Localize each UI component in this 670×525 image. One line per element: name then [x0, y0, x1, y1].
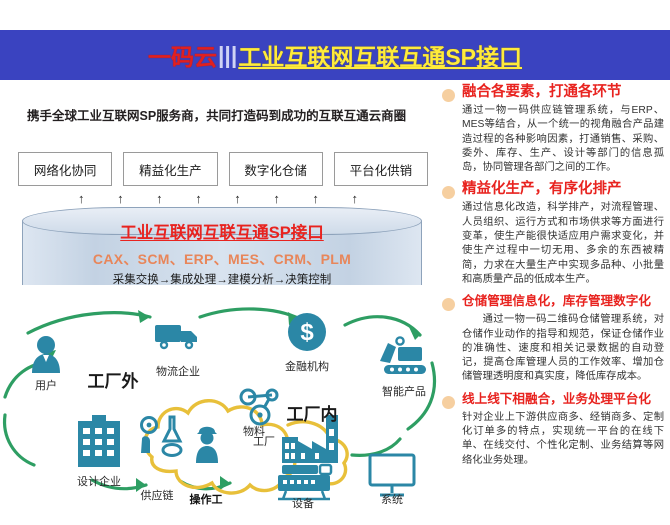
eco-label-user: 用户: [35, 380, 57, 392]
eco-label-equipment: 设备: [292, 498, 314, 510]
eco-label-design: 设计企业: [77, 476, 121, 488]
factory-icon: [282, 415, 338, 463]
up-arrow-icon: ↑: [117, 191, 124, 206]
eco-label-operator: 操作工: [189, 494, 223, 506]
excavator-icon: [380, 336, 426, 374]
ecosystem-icons: $: [32, 313, 426, 501]
up-arrow-icon: ↑: [156, 191, 163, 206]
subtitle: 携手全球工业互联网SP服务商，共同打造码到成功的互联互通云商圈: [27, 109, 407, 123]
bullet-dot-icon: [442, 298, 455, 312]
capability-box-row: 网络化协同 精益化生产 数字化仓储 平台化供销: [18, 152, 428, 186]
header-title-group: 一码云 ||| 工业互联网互联互通SP接口: [148, 38, 522, 72]
brand-name: 一码云: [148, 44, 217, 70]
capability-box-warehouse: 数字化仓储: [228, 152, 323, 186]
feature-body-1: 通过一物一码供应链管理系统，与ERP、MES等结合，从一个统一的视角融合产品建造…: [462, 105, 664, 174]
eco-factory-label: 工厂: [253, 436, 275, 448]
feature-section-4: 线上线下相融合，业务处理平台化 针对企业上下游供应商多、经销商多、定制化订单多的…: [440, 389, 670, 468]
upward-arrow-row: ↑ ↑ ↑ ↑ ↑ ↑ ↑ ↑: [78, 192, 358, 208]
up-arrow-icon: ↑: [78, 191, 85, 206]
header-separator: |||: [218, 41, 238, 68]
up-arrow-icon: ↑: [312, 191, 319, 206]
header-bar: 一码云 ||| 工业互联网互联互通SP接口: [0, 30, 670, 80]
svg-text:$: $: [300, 319, 314, 346]
right-column: 融合各要素，打通各环节 通过一物一码供应链管理系统，与ERP、MES等结合，从一…: [440, 82, 670, 525]
feature-title-3: 仓储管理信息化，库存管理数字化: [462, 294, 651, 309]
eco-zone-inside: 工厂内: [286, 405, 338, 424]
feature-title-1: 融合各要素，打通各环节: [462, 84, 622, 100]
up-arrow-icon: ↑: [273, 191, 280, 206]
office-building-icon: [78, 415, 120, 467]
cylinder-flow: 采集交换→集成处理→建模分析→决策控制: [112, 274, 332, 286]
cylinder-title: 工业互联网互联互通SP接口: [120, 224, 324, 242]
user-icon: [32, 336, 60, 373]
eco-zone-outside: 工厂外: [87, 372, 139, 391]
eco-label-finance: 金融机构: [285, 361, 329, 373]
left-column: 携手全球工业互联网SP服务商，共同打造码到成功的互联互通云商圈 网络化协同 精益…: [0, 80, 440, 525]
feature-title-2: 精益化生产，有序化排产: [462, 181, 622, 198]
truck-icon: [155, 325, 197, 350]
ecosystem-diagram: $: [0, 305, 440, 525]
system-monitor-icon: [368, 453, 416, 497]
feature-section-1: 融合各要素，打通各环节 通过一物一码供应链管理系统，与ERP、MES等结合，从一…: [440, 82, 670, 175]
cylinder-top: [22, 207, 422, 235]
money-icon: $: [288, 313, 326, 351]
platform-cylinder: 工业互联网互联互通SP接口 CAX、SCM、ERP、MES、CRM、PLM 采集…: [22, 207, 422, 299]
eco-label-logistics: 物流企业: [156, 366, 200, 378]
supply-chain-icon: [140, 415, 183, 457]
feature-section-3: 仓储管理信息化，库存管理数字化 通过一物一码二维码仓储管理系统，对仓储作业动作的…: [440, 291, 670, 384]
feature-body-3: 通过一物一码二维码仓储管理系统，对仓储作业动作的指导和规范，保证仓储作业的准确性…: [462, 314, 664, 383]
capability-box-network: 网络化协同: [18, 152, 113, 186]
capability-box-lean: 精益化生产: [123, 152, 218, 186]
equipment-icon: [278, 463, 333, 501]
up-arrow-icon: ↑: [195, 191, 202, 206]
feature-title-4: 线上线下相融合，业务处理平台化: [462, 391, 651, 406]
worker-icon: [196, 426, 218, 463]
eco-label-supply-chain: 供应链: [140, 490, 174, 502]
bullet-dot-icon: [442, 89, 455, 102]
up-arrow-icon: ↑: [351, 191, 358, 206]
capability-box-platform: 平台化供销: [333, 152, 428, 186]
material-gears-icon: [239, 388, 279, 426]
eco-label-material: 物料: [243, 426, 265, 438]
eco-label-smart-product: 智能产品: [382, 386, 426, 398]
cylinder-systems: CAX、SCM、ERP、MES、CRM、PLM: [92, 251, 352, 267]
feature-body-2: 通过信息化改造，科学排产，对流程管理、人员组织、运行方式和市场供求等方面进行变革…: [462, 202, 664, 285]
feature-section-2: 精益化生产，有序化排产 通过信息化改造，科学排产，对流程管理、人员组织、运行方式…: [440, 179, 670, 287]
bullet-dot-icon: [442, 186, 455, 200]
page-title: 工业互联网互联互通SP接口: [238, 44, 522, 70]
up-arrow-icon: ↑: [234, 191, 241, 206]
eco-label-system: 系统: [381, 494, 403, 506]
bullet-dot-icon: [442, 395, 455, 409]
feature-body-4: 针对企业上下游供应商多、经销商多、定制化订单多的特点，实现统一平台的在线下单、在…: [462, 411, 664, 466]
